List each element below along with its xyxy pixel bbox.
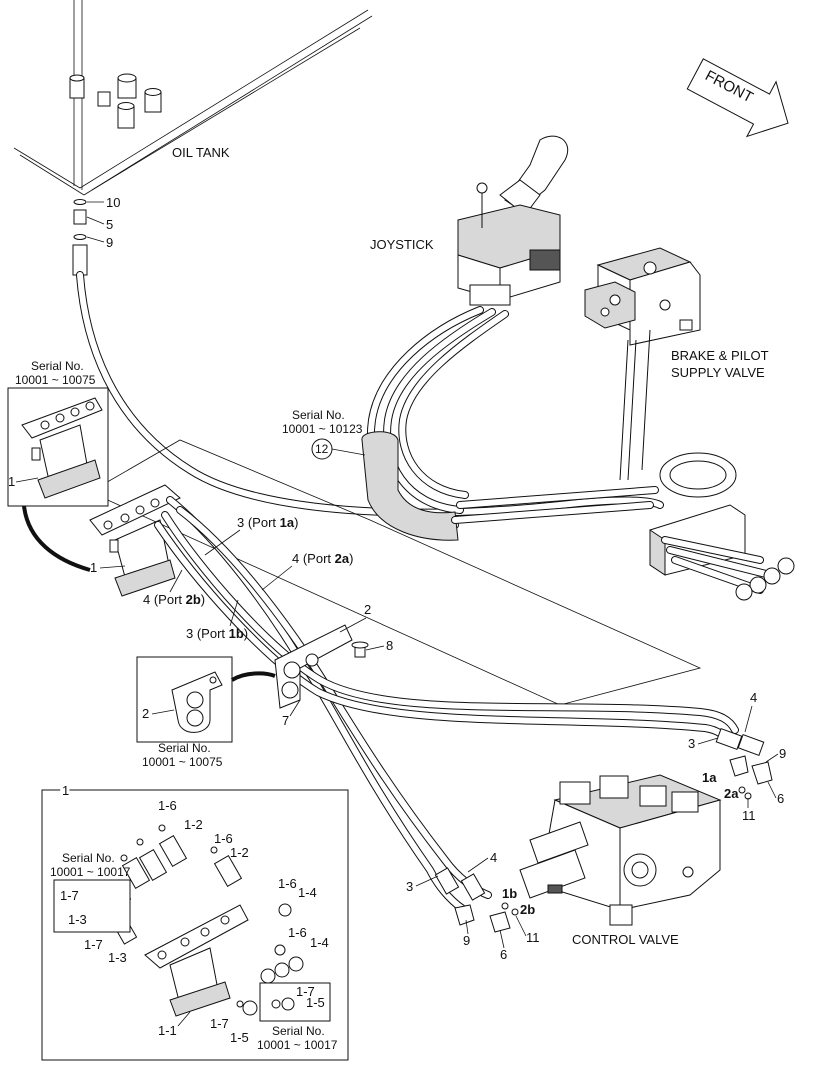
- right-hose-bracket: [649, 452, 795, 601]
- callout-c2b: 2b: [520, 902, 535, 917]
- valve-block-main: [89, 484, 181, 597]
- brake-pilot-label-1: BRAKE & PILOT: [671, 348, 769, 363]
- detail-label-1-2b: 1-2: [230, 845, 249, 860]
- callout-1-topleft: 1: [8, 474, 15, 489]
- callout-connector-1: [22, 505, 91, 572]
- callout-c11: 11: [526, 930, 540, 945]
- serial-topleft-2: 10001 ~ 10075: [15, 373, 96, 387]
- detail-serial-bottom-1: Serial No.: [272, 1024, 325, 1038]
- pilot-hoses: [154, 496, 739, 916]
- joystick: [457, 135, 568, 306]
- plate-outline: [89, 439, 702, 706]
- serial-bracket-1: Serial No.: [158, 741, 211, 755]
- detail-label-1-7d: 1-7: [210, 1016, 229, 1031]
- detail-label-1-6b: 1-6: [214, 831, 233, 846]
- callout-c6: 6: [500, 947, 507, 962]
- callout-r1a: 1a: [702, 770, 717, 785]
- callout-r11: 11: [742, 808, 756, 823]
- detail-label-1-7b: 1-7: [84, 937, 103, 952]
- label-port-2a: 4 (Port 2a): [292, 551, 353, 566]
- label-port-1b: 3 (Port 1b): [186, 626, 248, 641]
- serial-topleft-1: Serial No.: [31, 359, 84, 373]
- detail-label-1-1: 1-1: [158, 1023, 177, 1038]
- serial-bracket-2: 10001 ~ 10075: [142, 755, 223, 769]
- label-port-2b: 4 (Port 2b): [143, 592, 205, 607]
- detail-label-1-5b: 1-5: [230, 1030, 249, 1045]
- detail-1-title: 1: [62, 783, 69, 798]
- bracket-old: [171, 671, 223, 733]
- detail-label-1-2a: 1-2: [184, 817, 203, 832]
- detail-serial-left-2: 10001 ~ 10017: [50, 865, 131, 879]
- callout-r4: 4: [750, 690, 757, 705]
- tank-outlet-fittings: [72, 199, 105, 276]
- callout-2-top: 2: [364, 602, 371, 617]
- detail-serial-left-box: [53, 879, 131, 933]
- detail-label-1-7a: 1-7: [60, 888, 79, 903]
- detail-serial-bottom-2: 10001 ~ 10017: [257, 1038, 338, 1052]
- callout-c4: 4: [490, 850, 497, 865]
- detail-label-1-4b: 1-4: [310, 935, 329, 950]
- valve-block-old: [21, 397, 103, 499]
- serial-joystick-1: Serial No.: [292, 408, 345, 422]
- callout-7: 7: [282, 713, 289, 728]
- callout-c9: 9: [463, 933, 470, 948]
- control-valve-top-fittings: [715, 728, 773, 800]
- detail-label-1-4a: 1-4: [298, 885, 317, 900]
- callout-c1b: 1b: [502, 886, 517, 901]
- callout-c3: 3: [406, 879, 413, 894]
- callout-2-box: 2: [142, 706, 149, 721]
- label-port-1a: 3 (Port 1a): [237, 515, 298, 530]
- callout-5: 5: [106, 217, 113, 232]
- callout-8: 8: [386, 638, 393, 653]
- callout-r3: 3: [688, 736, 695, 751]
- detail-label-1-6c: 1-6: [278, 876, 297, 891]
- detail-label-1-5a: 1-5: [306, 995, 325, 1010]
- callout-9-top: 9: [106, 235, 113, 250]
- detail-valve-block: [144, 904, 249, 1017]
- callout-r9: 9: [779, 746, 786, 761]
- brake-pilot-supply-valve: [584, 247, 701, 481]
- detail-label-1-7c: 1-7: [296, 984, 315, 999]
- control-valve: [519, 774, 722, 926]
- serial-joystick-2: 10001 ~ 10123: [282, 422, 363, 436]
- hose-clamp-bracket: [274, 624, 369, 709]
- brake-pilot-label-2: SUPPLY VALVE: [671, 365, 765, 380]
- callout-r6: 6: [777, 791, 784, 806]
- control-valve-label: CONTROL VALVE: [572, 932, 679, 947]
- detail-label-1-6a: 1-6: [158, 798, 177, 813]
- callout-1-main: 1: [90, 560, 97, 575]
- control-valve-bottom-fittings: [434, 867, 519, 933]
- detail-label-1-3a: 1-3: [68, 912, 87, 927]
- oil-tank-label: OIL TANK: [172, 145, 230, 160]
- callout-r2a: 2a: [724, 786, 739, 801]
- tank-fittings: [69, 73, 162, 129]
- detail-label-1-6d: 1-6: [288, 925, 307, 940]
- callout-10: 10: [106, 195, 120, 210]
- front-arrow: [686, 58, 789, 138]
- joystick-label: JOYSTICK: [370, 237, 434, 252]
- callout-connector-2: [230, 671, 276, 682]
- detail-label-1-3b: 1-3: [108, 950, 127, 965]
- tank-supply-hose: [76, 271, 664, 517]
- detail-serial-bottom-box: [259, 982, 331, 1022]
- detail-serial-left-1: Serial No.: [62, 851, 115, 865]
- joystick-hoses: [361, 306, 659, 541]
- oil-tank: [13, 0, 373, 196]
- callout-12: 12: [315, 442, 329, 456]
